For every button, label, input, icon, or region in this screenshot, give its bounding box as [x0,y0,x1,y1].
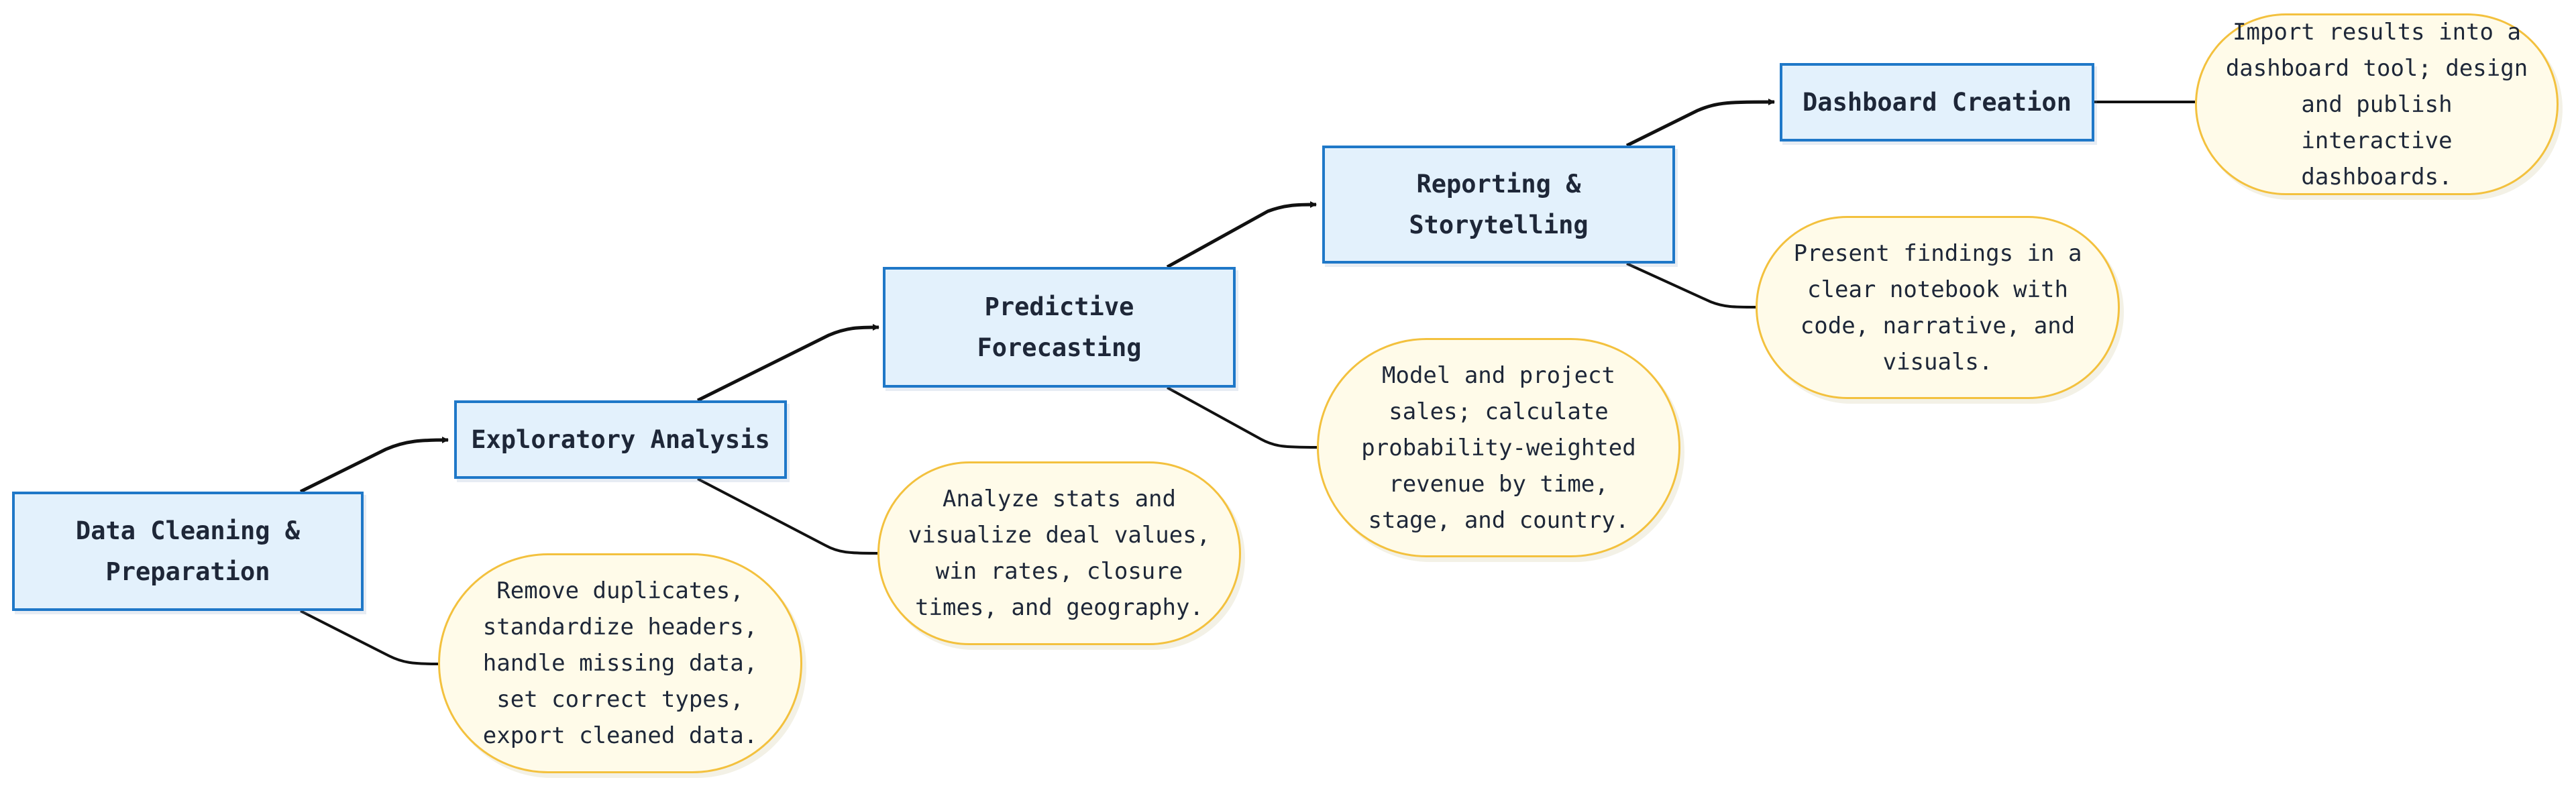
note-connector-reporting [1626,262,1756,308]
flow-arrow-reporting-to-dashboard [1625,99,1775,148]
note-connector-forecasting [1167,386,1318,449]
note-reporting-storytelling: Present findings in a clear notebook wit… [1756,216,2120,399]
note-connector-exploratory [697,478,878,555]
flow-arrow-forecasting-to-reporting [1166,201,1317,269]
step-label: Reporting & Storytelling [1409,170,1589,239]
note-text: Present findings in a clear notebook wit… [1793,239,2082,376]
step-label: Data Cleaning & Preparation [75,516,301,586]
note-predictive-forecasting: Model and project sales; calculate proba… [1317,338,1680,557]
step-predictive-forecasting: Predictive Forecasting [883,267,1236,388]
step-label: Dashboard Creation [1803,88,2072,117]
step-label: Predictive Forecasting [977,292,1142,362]
step-data-cleaning: Data Cleaning & Preparation [12,492,364,611]
note-text: Import results into a dashboard tool; de… [2225,18,2528,190]
note-text: Remove duplicates, standardize headers, … [482,577,758,749]
note-connector-cleaning [300,610,439,665]
note-exploratory-analysis: Analyze stats and visualize deal values,… [877,461,1241,645]
step-reporting-storytelling: Reporting & Storytelling [1322,146,1675,264]
step-dashboard-creation: Dashboard Creation [1780,63,2094,142]
step-label: Exploratory Analysis [471,425,770,454]
note-text: Model and project sales; calculate proba… [1361,361,1636,534]
flow-arrow-exploratory-to-forecasting [696,324,879,402]
step-exploratory-analysis: Exploratory Analysis [454,400,787,479]
note-data-cleaning: Remove duplicates, standardize headers, … [438,553,802,773]
note-text: Analyze stats and visualize deal values,… [908,486,1211,621]
note-dashboard-creation: Import results into a dashboard tool; de… [2195,13,2559,195]
flow-arrow-cleaning-to-exploratory [299,437,449,494]
